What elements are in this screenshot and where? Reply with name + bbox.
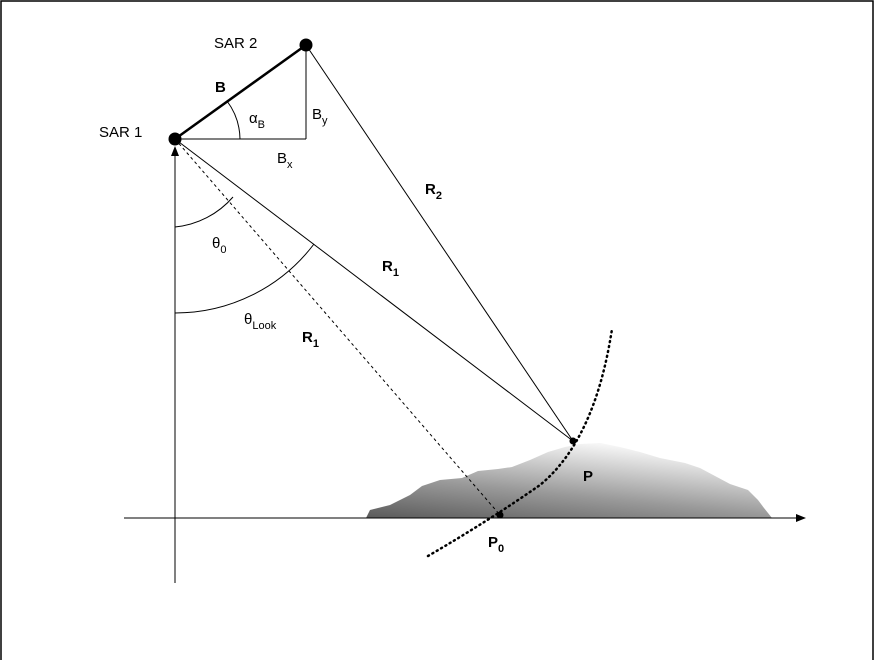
theta0-label: θ0	[212, 235, 226, 256]
constant-range-arc	[426, 327, 614, 558]
range-line-r1	[174, 138, 574, 442]
point-p-label: P	[583, 468, 593, 485]
bx-label: Bx	[277, 150, 293, 171]
baseline-line	[174, 43, 307, 141]
sar2-label: SAR 2	[214, 35, 257, 52]
theta-look-angle-arc	[174, 243, 315, 314]
range-line-r1-reference	[174, 138, 501, 516]
point-p0-label: P0	[488, 534, 504, 555]
range-line-r2	[305, 44, 574, 442]
sar1-antenna-dot	[168, 132, 182, 146]
alpha-angle-arc	[226, 100, 241, 140]
horizontal-axis-arrow	[796, 514, 806, 522]
theta0-angle-arc	[174, 196, 234, 228]
alpha-label: αB	[249, 110, 265, 131]
sar2-antenna-dot	[299, 38, 313, 52]
vertical-axis-arrow	[171, 146, 179, 156]
r1-lower-label: R1	[302, 329, 319, 350]
terrain-shape	[366, 443, 772, 518]
r1-upper-label: R1	[382, 258, 399, 279]
point-p0-dot	[496, 511, 504, 519]
point-p-dot	[569, 437, 577, 445]
theta-look-label: θLook	[244, 311, 277, 332]
by-label: By	[312, 106, 328, 127]
baseline-label: B	[215, 79, 226, 96]
r2-label: R2	[425, 181, 442, 202]
sar1-label: SAR 1	[99, 124, 142, 141]
